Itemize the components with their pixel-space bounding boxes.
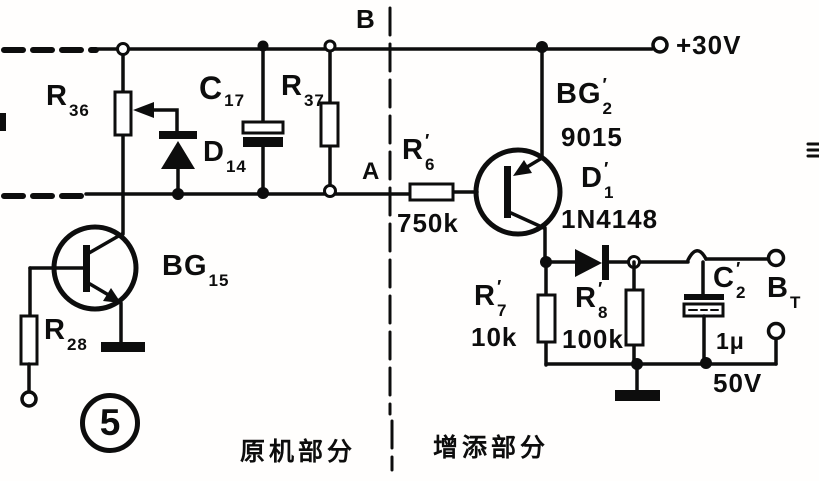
transistor-bg2-body <box>473 147 563 237</box>
region-right-caption: 增添部分 <box>433 434 550 462</box>
label-r6: R′6 <box>402 131 436 174</box>
diode-d1 <box>575 249 602 277</box>
capacitor-c17-plate-bottom <box>243 137 283 147</box>
label-bg2: BG′2 <box>556 75 613 118</box>
rating-c2: 50V <box>713 368 763 398</box>
diode-d1-cathode-bar <box>602 245 609 280</box>
resistor-r7 <box>536 293 557 344</box>
wire-bg2-emitter <box>525 156 544 169</box>
diode-d14-cathode-bar <box>159 131 197 139</box>
value-c2: 1μ <box>716 328 745 354</box>
wire-hop <box>686 249 708 262</box>
wire-bg2-collector <box>509 211 546 230</box>
value-r7: 10k <box>471 322 518 352</box>
label-r7: R′7 <box>474 277 508 320</box>
value-d1: 1N4148 <box>561 204 659 234</box>
resistor-r28 <box>19 314 39 366</box>
transistor-bg2-base-bar <box>504 166 511 218</box>
resistor-r6 <box>408 182 455 202</box>
label-c2: C′2 <box>713 259 747 302</box>
junction-dot <box>700 357 712 369</box>
resistor-r37 <box>319 101 340 148</box>
value-r6: 750k <box>397 208 459 238</box>
bg2-emitter-arrow <box>513 160 532 176</box>
node-a-label: A <box>362 158 381 185</box>
capacitor-c17-plate-top <box>241 120 285 135</box>
terminal-bt-top <box>766 248 786 268</box>
capacitor-c2-plate-top <box>684 294 724 300</box>
node-b-label: B <box>356 4 376 34</box>
junction-ring <box>116 42 130 56</box>
wire-r36-wiper <box>150 108 179 135</box>
junction-dot <box>257 187 269 199</box>
junction-dot <box>536 41 548 53</box>
label-r8: R′8 <box>575 279 609 322</box>
junction-dot <box>172 188 184 200</box>
bg15-emitter-arrow <box>103 288 121 303</box>
value-r8: 100k <box>562 324 624 354</box>
supply-voltage-label: +30V <box>676 30 742 60</box>
resistor-r36 <box>113 90 133 137</box>
ground-symbol-left <box>101 342 145 352</box>
scan-artifact <box>806 142 819 158</box>
value-bg2: 9015 <box>561 122 623 152</box>
figure-number: 5 <box>99 402 121 443</box>
diode-d14 <box>161 141 195 169</box>
label-d1: D′1 <box>581 159 615 202</box>
figure-number-badge: 5 <box>80 393 140 453</box>
scan-artifact <box>0 113 6 131</box>
ground-symbol-right <box>615 390 660 401</box>
wire-bg15-collector <box>87 232 124 255</box>
junction-ring <box>323 39 337 53</box>
terminal-bt-bottom <box>766 321 786 341</box>
terminal-input <box>20 390 38 408</box>
junction-ring <box>323 184 337 198</box>
resistor-r8 <box>624 288 645 347</box>
transistor-bg15-base-bar <box>83 245 90 292</box>
terminal-supply <box>651 36 669 54</box>
junction-dot <box>257 40 269 52</box>
r36-wiper-arrow <box>133 102 154 118</box>
region-left-caption: 原机部分 <box>240 438 357 466</box>
